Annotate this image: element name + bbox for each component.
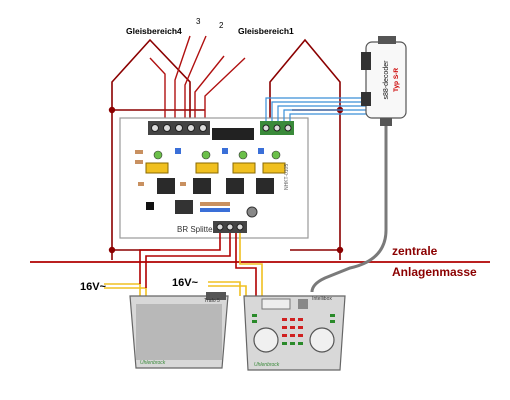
signal-wires (265, 97, 368, 121)
s88-decoder: s88-decoder Typ S-R (361, 36, 407, 126)
label-gleisbereich4: Gleisbereich4 (126, 26, 182, 36)
led-grid (252, 314, 335, 345)
terminal-block-right (260, 121, 294, 135)
button-icon (146, 202, 154, 210)
transformer: Trafo 5 Uhlenbrock (129, 292, 229, 369)
ic-chip-small (175, 200, 193, 214)
decoder-name: s88-decoder (383, 60, 390, 100)
controller-label: Intellibox (312, 296, 332, 302)
ic-chip (212, 128, 254, 140)
small-components (135, 148, 281, 186)
label-voltage-right: 16V~ (172, 277, 199, 289)
track-leads (149, 35, 246, 125)
label-2: 2 (219, 21, 224, 30)
chip-row (157, 178, 274, 194)
controller-brand: Uhlenbrock (254, 362, 280, 368)
relay-row (145, 162, 286, 174)
transformer-label: Trafo 5 (204, 298, 220, 304)
label-ground-line1: zentrale (392, 244, 438, 258)
knob-right-icon (309, 327, 335, 353)
knob-left-icon (253, 327, 279, 353)
label-3: 3 (196, 17, 201, 26)
board-name: BR Splitter (177, 225, 216, 234)
decoder-type: Typ S-R (393, 68, 400, 92)
label-gleisbereich1: Gleisbereich1 (238, 26, 294, 36)
transformer-brand: Uhlenbrock (140, 360, 166, 366)
board-code: NHKT-0105 (284, 164, 290, 190)
terminal-block-bottom (213, 221, 247, 233)
splitter-board: BR Splitter NHKT-0105 (119, 117, 309, 239)
s88-cable (310, 126, 388, 293)
label-ground-line2: Anlagenmasse (392, 265, 477, 279)
power-wires (104, 233, 263, 296)
controller: Intellibox Uhlenbrock (243, 295, 346, 371)
terminal-block-left (148, 121, 210, 135)
label-voltage-left: 16V~ (80, 281, 107, 293)
